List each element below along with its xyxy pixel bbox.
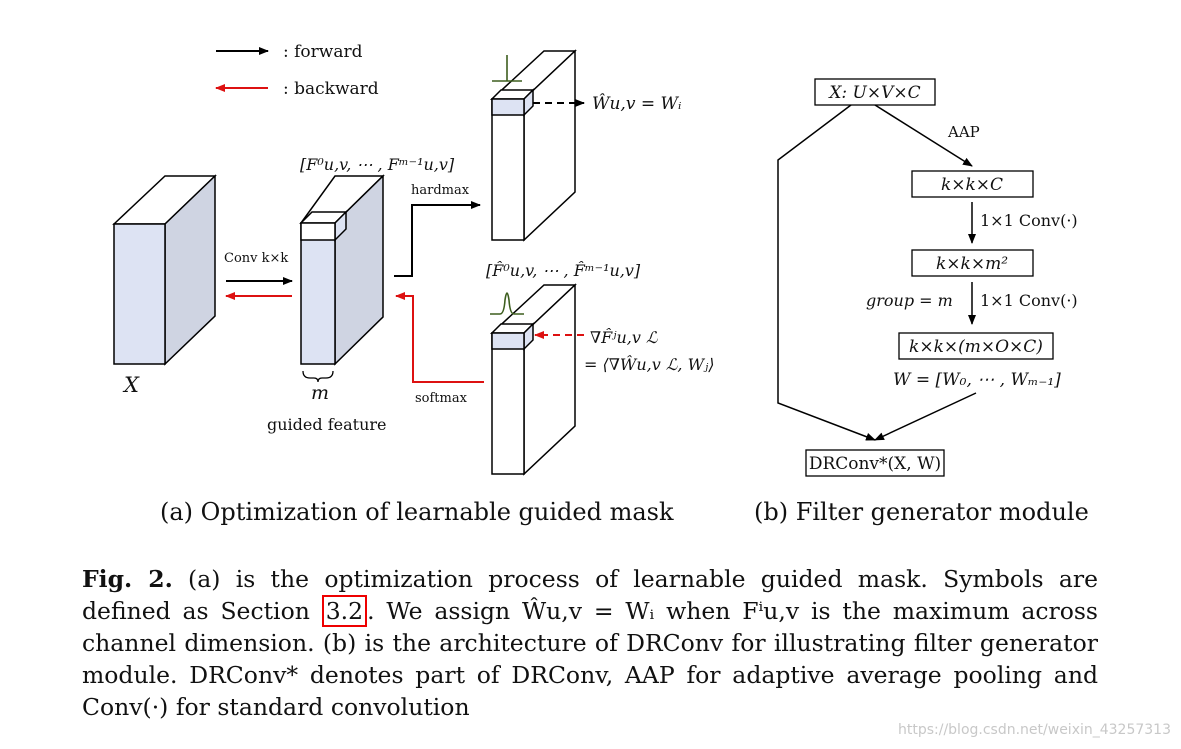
figure-diagram: : forward : backward X Conv k×k [F⁰u,v, … — [112, 42, 1078, 477]
hardmax-cube — [490, 49, 577, 242]
m-label: m — [311, 382, 329, 404]
caption-text-1: (a) is the optimization process of learn… — [82, 565, 1098, 625]
guided-top-label: [F⁰u,v, ⋯ , Fᵐ⁻¹u,v] — [300, 155, 455, 174]
hardmax-label: hardmax — [411, 183, 470, 198]
softmax-cube — [490, 283, 577, 476]
box-drconv-label: DRConv*(X, W) — [809, 454, 941, 474]
m-brace — [302, 370, 334, 383]
conv2-label: 1×1 Conv(·) — [980, 291, 1078, 310]
weights-label: W = [W₀, ⋯ , Wₘ₋₁] — [893, 370, 1061, 390]
caption-label: Fig. 2. — [82, 565, 173, 593]
section-reference-link[interactable]: 3.2 — [321, 595, 368, 627]
box-kkc-label: k×k×C — [941, 175, 1003, 195]
backward-legend-label: : backward — [283, 79, 379, 99]
box-kkm2 — [911, 249, 1034, 277]
filter-generator: X: U×V×C AAP k×k×C 1×1 Conv(·) k×k×m² gr… — [777, 78, 1078, 477]
input-label: X — [122, 373, 140, 397]
aap-label: AAP — [947, 123, 980, 141]
caption-text-2: . We assign Ŵu,v = Wᵢ when Fⁱu,v is the … — [82, 597, 1098, 721]
group-label: group = m — [866, 291, 953, 310]
softmax-curve — [490, 292, 524, 315]
gradient-eq-line2: = ⟨∇Ŵu,v ℒ, Wⱼ⟩ — [584, 354, 714, 374]
box-kkmoc — [898, 332, 1054, 360]
guided-feature-cube — [299, 174, 385, 366]
box-input-label: X: U×V×C — [827, 83, 920, 103]
softmax-arrow — [395, 292, 484, 383]
skip-path-arrow — [777, 104, 876, 441]
hardmax-arrow — [394, 201, 481, 277]
box-kkmoc-label: k×k×(m×O×C) — [909, 337, 1043, 357]
box-kkc — [911, 170, 1034, 198]
weights-arrow — [874, 392, 977, 441]
box-kkm2-label: k×k×m² — [936, 254, 1008, 274]
assign-equation: Ŵu,v = Wᵢ — [592, 93, 681, 114]
subcaption-a: (a) Optimization of learnable guided mas… — [160, 498, 674, 526]
input-cube — [112, 174, 217, 366]
figure-caption: Fig. 2. (a) is the optimization process … — [82, 563, 1098, 723]
softmax-label: softmax — [415, 391, 468, 406]
subcaption-b: (b) Filter generator module — [754, 498, 1089, 526]
forward-legend-label: : forward — [283, 42, 363, 62]
box-drconv — [805, 449, 945, 477]
hardmax-spike — [492, 55, 522, 82]
guided-feature-label: guided feature — [267, 415, 386, 434]
legend: : forward : backward — [215, 42, 379, 99]
aap-arrow — [874, 104, 973, 167]
soft-top-label: [F̂⁰u,v, ⋯ , F̂ᵐ⁻¹u,v] — [486, 261, 641, 280]
conv-label: Conv k×k — [224, 251, 288, 266]
conv1-label: 1×1 Conv(·) — [980, 211, 1078, 230]
watermark: https://blog.csdn.net/weixin_43257313 — [897, 722, 1171, 738]
gradient-eq-line1: ∇F̂ʲu,v ℒ — [590, 328, 658, 347]
